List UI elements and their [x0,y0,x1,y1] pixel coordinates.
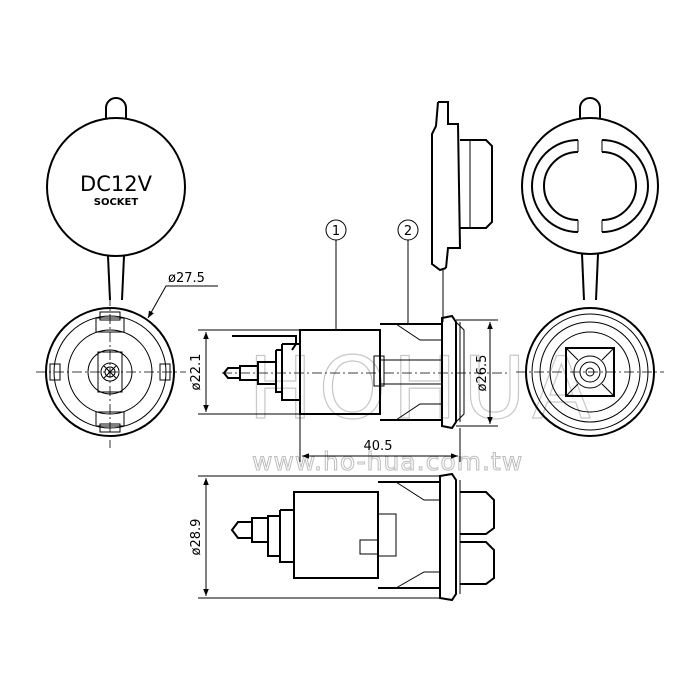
callout-1: 1 [332,224,340,239]
dim-body-diameter: ø22.1 [189,354,204,391]
dim-max-diameter: ø28.9 [189,519,204,556]
socket-bottom-view: ø28.9 [189,472,495,602]
cap-back-view [521,97,659,301]
socket-side-view: 1 2 ø22.1 ø26.5 40.5 [189,101,510,462]
dim-overall-length: 40.5 [364,439,393,454]
dim-flange-diameter: ø26.5 [475,355,490,392]
cap-label-dc12v: DC12V [80,172,153,196]
cap-top-view: DC12V SOCKET [46,97,186,301]
socket-front-view: ø27.5 [36,271,218,448]
callout-2: 2 [404,224,412,239]
dim-face-diameter: ø27.5 [168,271,205,286]
watermark-url: www.ho-hua.com.tw [252,447,523,476]
cap-label-socket: SOCKET [94,197,139,208]
socket-rear-view [516,307,664,437]
